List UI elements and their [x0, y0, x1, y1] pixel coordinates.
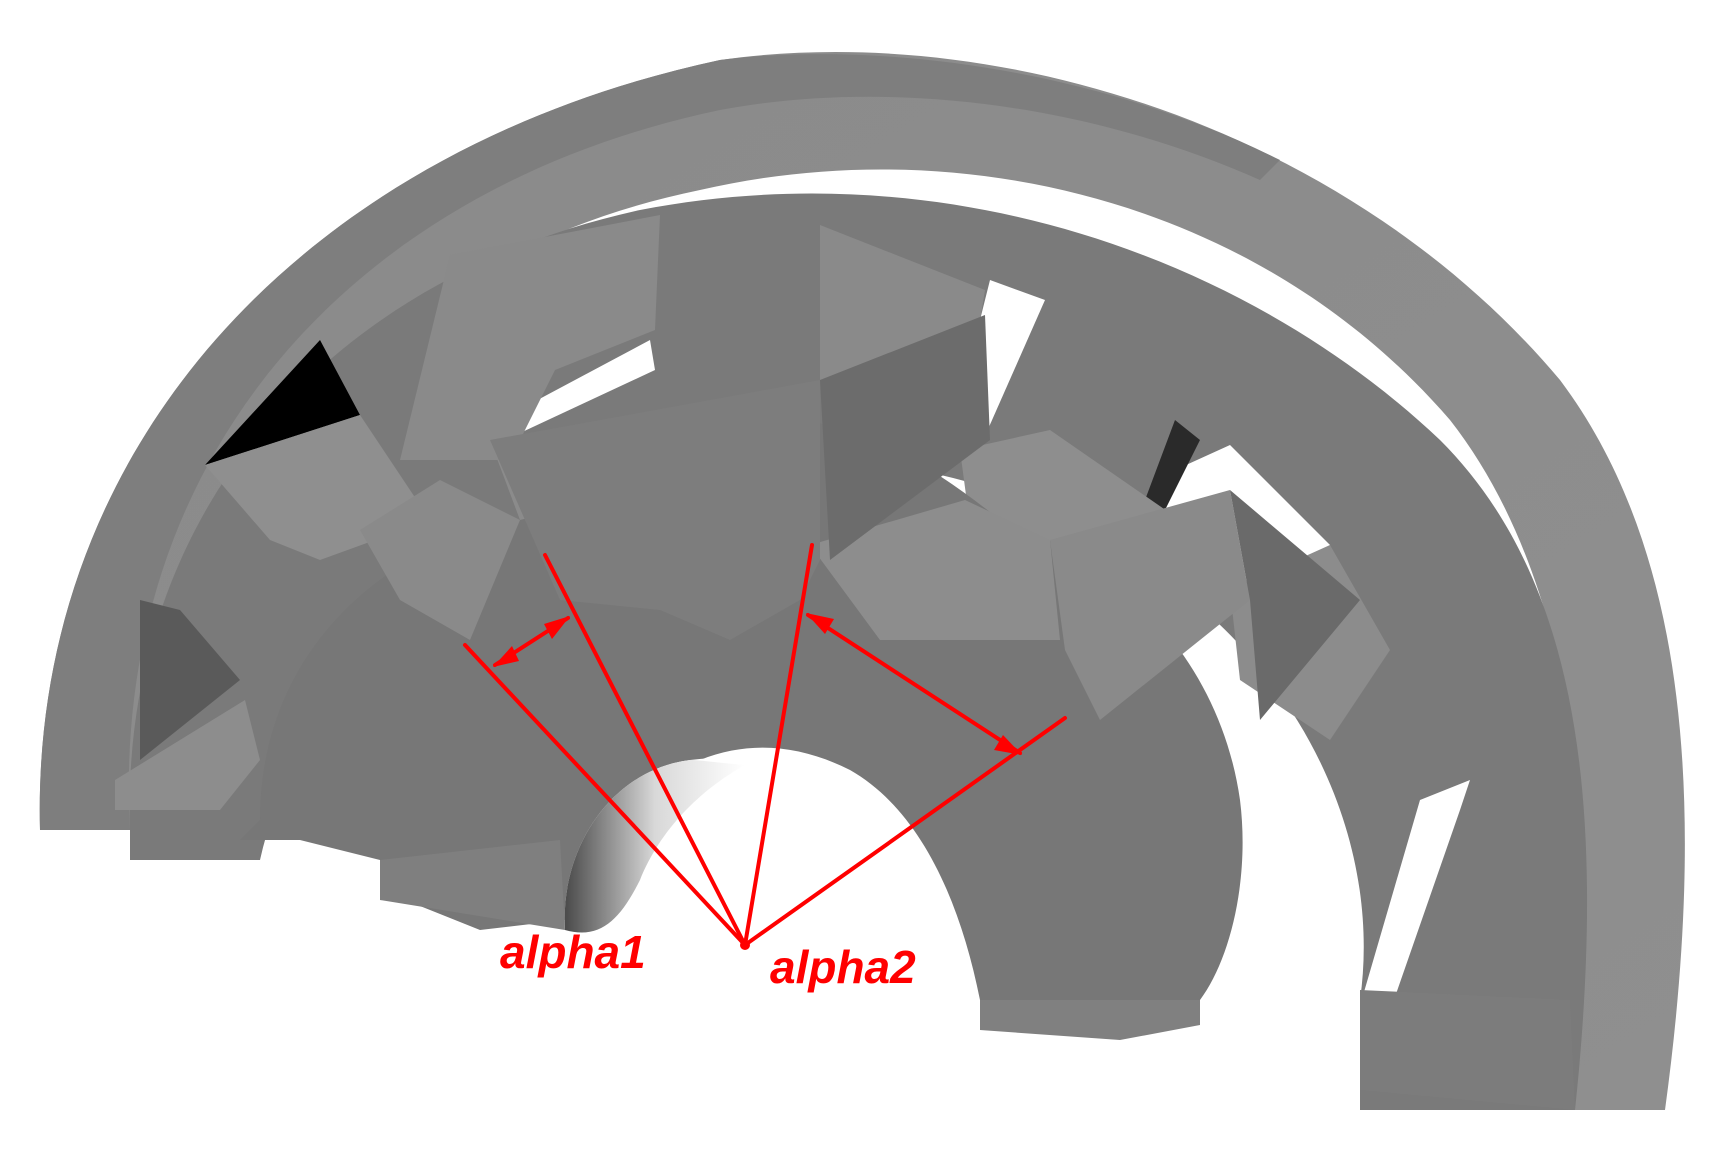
rotor-center-pole	[490, 380, 820, 640]
rotor-pole-top-2	[810, 500, 1060, 640]
slot-window-left-bottom	[140, 600, 240, 760]
label-alpha1: alpha1	[500, 926, 646, 978]
rotor-foot-left	[380, 840, 565, 930]
stator-foot-right	[1360, 990, 1575, 1110]
slot-window-top	[500, 340, 655, 440]
alpha1-arrowhead-end	[544, 616, 570, 639]
alpha2-arrowhead-start	[806, 613, 834, 634]
stator-tooth-1	[400, 215, 660, 460]
radial-line-3	[743, 543, 814, 947]
center-point	[740, 940, 750, 950]
alpha2-arrow-line	[806, 613, 1022, 755]
radial-line-2	[543, 553, 747, 947]
stator-tooth-6	[115, 700, 260, 810]
alpha1-arrowhead-start	[493, 646, 519, 667]
rotor-pole-right-side	[1230, 490, 1360, 720]
rotor-foot-right	[980, 1000, 1200, 1040]
rotor-pole-side-right	[820, 315, 990, 560]
radial-line-1	[463, 643, 747, 947]
alpha2-arrowhead-end	[994, 735, 1022, 755]
rotor-pole-right-block	[1050, 490, 1250, 720]
slot-window-far-right	[1350, 780, 1470, 1040]
slot-window-left-top	[205, 340, 360, 465]
label-alpha2: alpha2	[770, 941, 916, 993]
arrow-heads	[493, 613, 1022, 950]
stator-ring-front	[39, 54, 1280, 830]
radial-line-4	[743, 716, 1067, 947]
rotor-pole-top-3	[360, 480, 520, 640]
